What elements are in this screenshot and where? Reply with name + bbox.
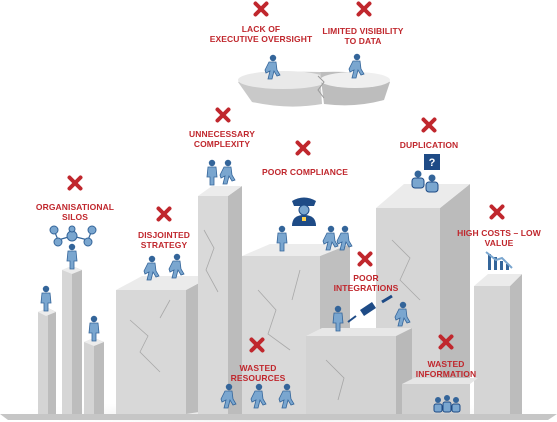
plug-icon <box>347 294 393 323</box>
label-wasted-resources: WASTED RESOURCES <box>230 363 286 383</box>
cross-icon <box>215 107 231 123</box>
floating-island <box>238 71 390 107</box>
block-strategy <box>116 276 212 414</box>
label-wasted-information: WASTED INFORMATION <box>415 359 477 379</box>
person-icon <box>219 159 236 185</box>
label-poor-compliance: POOR COMPLIANCE <box>261 167 349 177</box>
cross-icon <box>489 204 505 220</box>
person-icon <box>66 243 78 270</box>
svg-text:?: ? <box>429 157 436 169</box>
label-limited-visibility: LIMITED VISIBILITY TO DATA <box>322 26 404 46</box>
pillar-left-mid <box>84 338 104 414</box>
cross-icon <box>421 117 437 133</box>
label-organisational-silos: ORGANISATIONAL SILOS <box>35 202 115 222</box>
person-icon <box>433 395 461 413</box>
declining-chart-icon <box>485 251 513 270</box>
police-officer-icon <box>292 197 316 226</box>
label-high-costs: HIGH COSTS – LOW VALUE <box>457 228 541 248</box>
cross-icon <box>156 206 172 222</box>
label-disjointed-strategy: DISJOINTED STRATEGY <box>137 230 190 250</box>
cross-icon <box>356 1 372 17</box>
person-icon <box>168 253 185 279</box>
person-icon <box>206 159 218 186</box>
pillar-left-tall <box>62 266 82 414</box>
label-duplication: DUPLICATION <box>399 140 459 150</box>
label-lack-of-oversight: LACK OF EXECUTIVE OVERSIGHT <box>209 24 313 44</box>
block-high-costs <box>474 274 522 414</box>
cross-icon <box>295 140 311 156</box>
label-unnecessary-complexity: UNNECESSARY COMPLEXITY <box>189 129 255 149</box>
network-icon <box>49 225 97 247</box>
pillar-left-short <box>38 308 56 414</box>
label-poor-integrations: POOR INTEGRATIONS <box>333 273 399 293</box>
cross-icon <box>357 251 373 267</box>
block-integrations <box>306 328 412 414</box>
cross-icon <box>253 1 269 17</box>
question-board-icon: ? <box>411 154 440 193</box>
person-icon <box>88 315 100 342</box>
person-icon <box>40 285 52 312</box>
base-slab <box>0 414 557 420</box>
tower-complexity <box>198 186 242 414</box>
cross-icon <box>67 175 83 191</box>
